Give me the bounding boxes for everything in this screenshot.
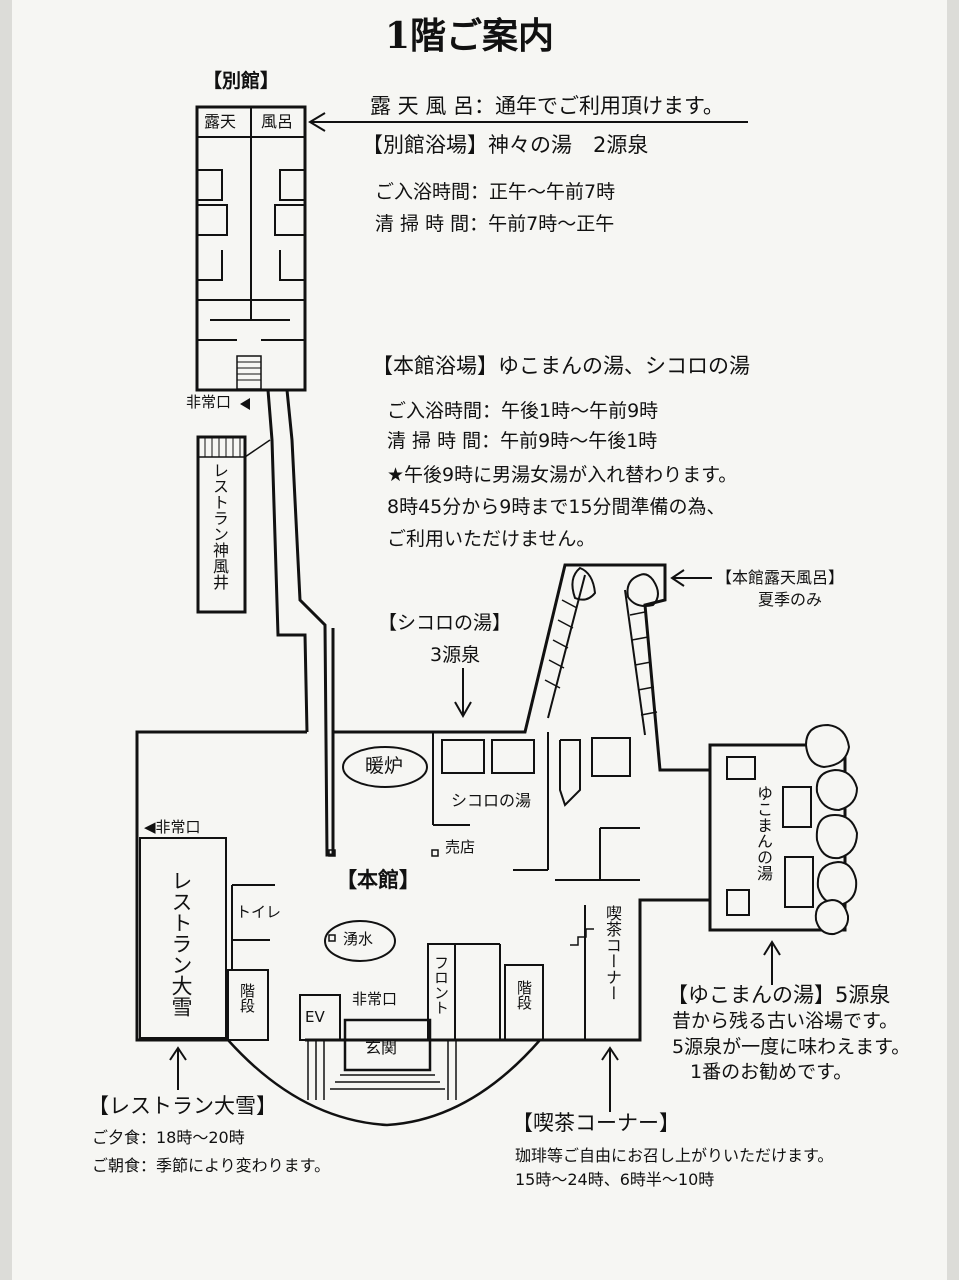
toilet-label: トイレ xyxy=(236,903,282,921)
restaurant-taisetsu-heading: 【レストラン大雪】 xyxy=(88,1094,277,1118)
shikoro-sources: 3源泉 xyxy=(430,644,481,666)
restaurant-kamikazei-outline xyxy=(196,435,271,614)
fireplace-label: 暖炉 xyxy=(365,755,404,777)
front-desk-label: フロント xyxy=(432,955,450,1015)
yukoman-room-label: ゆこまんの湯 xyxy=(754,785,773,881)
cafe-desc: 珈琲等ご自由にお召し上がりいただけます。 xyxy=(515,1146,834,1165)
annex-clean-hours: 清 掃 時 間：午前7時～正午 xyxy=(375,213,615,235)
emergency-exit-bottom: 非常口 xyxy=(352,990,398,1008)
shikoro-heading: 【シコロの湯】 xyxy=(378,612,512,634)
main-building-outline xyxy=(135,563,710,1042)
main-emergency-exit-left: ◀非常口 xyxy=(144,818,201,836)
yukoman-desc-1: 昔から残る古い浴場です。 xyxy=(672,1010,899,1032)
cafe-hours: 15時～24時、6時半～10時 xyxy=(515,1170,715,1189)
stairs-right-label: 階段 xyxy=(515,980,533,1010)
annex-exit-triangle xyxy=(240,398,250,410)
yukoman-desc-2: 5源泉が一度に味わえます。 xyxy=(672,1036,911,1058)
restaurant-dinner-hours: ご夕食：18時～20時 xyxy=(92,1128,245,1147)
annex-bath-heading: 【別館浴場】神々の湯 2源泉 xyxy=(362,133,649,157)
annex-rotenburo-right: 風呂 xyxy=(261,112,294,131)
restaurant-kamikazei-label: レストラン神風井 xyxy=(210,462,229,590)
yukoman-bath-outline xyxy=(708,723,859,936)
main-bath-hours: ご入浴時間：午後1時～午前9時 xyxy=(387,400,659,422)
shikoro-bath-outline xyxy=(432,732,640,881)
shop-label: 売店 xyxy=(445,838,476,856)
main-interior xyxy=(139,746,594,1127)
arrows xyxy=(169,112,781,1112)
annex-rotenburo-note: 露 天 風 呂：通年でご利用頂けます。 xyxy=(370,94,724,118)
page-title: 1階ご案内 xyxy=(385,15,555,57)
annex-rotenburo-left: 露天 xyxy=(204,112,237,131)
shikoro-room-label: シコロの湯 xyxy=(451,791,532,810)
main-outdoor-season: 夏季のみ xyxy=(758,590,823,609)
cafe-label: 喫茶コーナー xyxy=(603,905,622,1001)
main-outdoor-heading: 【本館露天風呂】 xyxy=(716,568,845,587)
ev-label: EV xyxy=(305,1008,325,1026)
annex-building-outline xyxy=(195,105,307,392)
annex-emergency-exit: 非常口 xyxy=(186,393,232,411)
restaurant-taisetsu-label: レストラン大雪 xyxy=(169,870,193,1017)
paper-sheet xyxy=(12,0,947,1280)
yukoman-heading: 【ゆこまんの湯】5源泉 xyxy=(667,983,891,1007)
spring-water-label: 湧水 xyxy=(343,930,374,948)
main-clean-hours: 清 掃 時 間：午前9時～午後1時 xyxy=(387,430,658,452)
main-building-heading: 【本館】 xyxy=(336,868,420,892)
restaurant-breakfast-hours: ご朝食：季節により変わります。 xyxy=(92,1156,331,1175)
main-bath-note-3: ご利用いただけません。 xyxy=(387,528,596,550)
stairs-left-label: 階段 xyxy=(238,983,256,1013)
main-bath-note-2: 8時45分から9時まで15分間準備の為、 xyxy=(387,496,726,518)
main-bath-note-1: ★午後9時に男湯女湯が入れ替わります。 xyxy=(387,464,738,486)
main-bath-heading: 【本館浴場】ゆこまんの湯、シコロの湯 xyxy=(372,354,750,378)
annex-heading: 【別館】 xyxy=(203,70,280,92)
yukoman-desc-3: 1番のお勧めです。 xyxy=(690,1061,853,1083)
corridor xyxy=(266,389,335,857)
cafe-heading: 【喫茶コーナー】 xyxy=(512,1111,680,1135)
annex-bath-hours: ご入浴時間：正午～午前7時 xyxy=(375,181,616,203)
entrance-label: 玄関 xyxy=(365,1038,398,1057)
